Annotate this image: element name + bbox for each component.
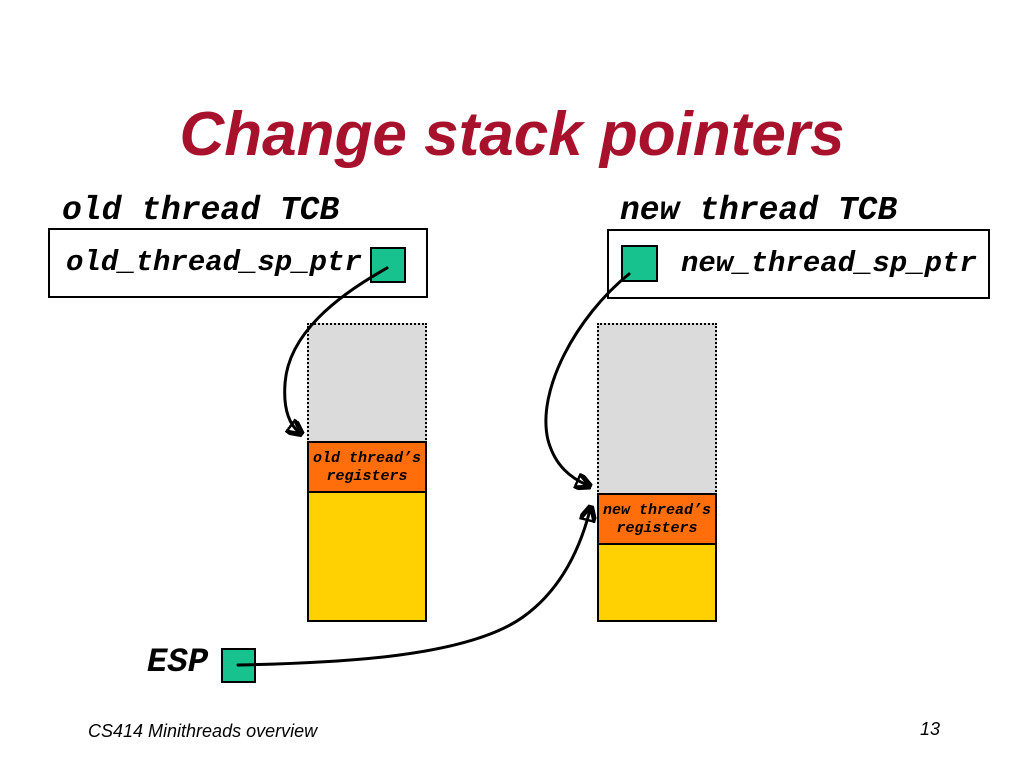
new-tcb-label: new thread TCB: [620, 192, 898, 229]
old-stack-unused-region: [307, 323, 427, 443]
new-registers-line2: registers: [616, 520, 698, 537]
new-stack-unused-region: [597, 323, 717, 495]
old-tcb-box: [48, 228, 428, 298]
old-stack-body: [307, 491, 427, 622]
old-sp-field-label: old_thread_sp_ptr: [66, 246, 362, 279]
slide-title: Change stack pointers: [179, 100, 845, 169]
new-sp-field-label: new_thread_sp_ptr: [681, 247, 977, 280]
new-sp-pointer-square: [621, 245, 658, 282]
footer-course: CS414 Minithreads overview: [88, 721, 318, 741]
old-stack-registers-block: old thread’s registers: [307, 441, 427, 493]
old-registers-line1: old thread’s: [312, 450, 422, 467]
new-registers-line1: new thread’s: [602, 502, 712, 519]
old-sp-pointer-square: [370, 247, 406, 283]
old-tcb-label: old thread TCB: [62, 192, 340, 229]
esp-label: ESP: [147, 644, 209, 682]
footer-page-number: 13: [919, 719, 940, 739]
old-registers-line2: registers: [326, 468, 408, 485]
new-stack-body: [597, 543, 717, 622]
new-stack-registers-block: new thread’s registers: [597, 493, 717, 545]
esp-pointer-square: [221, 648, 256, 683]
new-tcb-box: [607, 229, 990, 299]
